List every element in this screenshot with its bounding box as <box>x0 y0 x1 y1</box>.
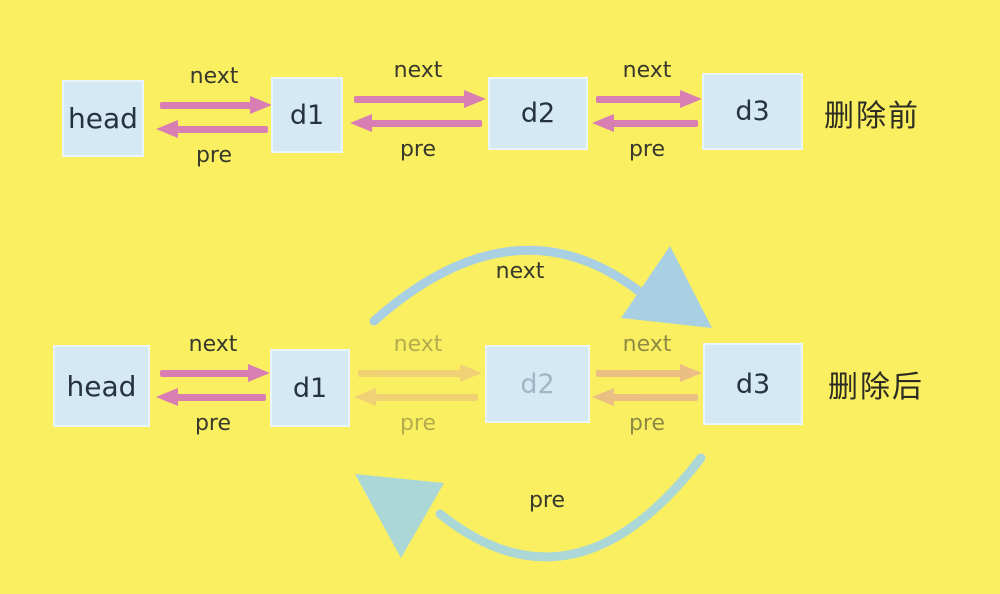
node-d3-before: d3 <box>702 73 803 150</box>
arrowhead-icon <box>680 364 702 382</box>
arrow-shaft <box>174 394 266 401</box>
arrowhead-icon <box>680 90 702 108</box>
caption-after-deletion: 删除后 <box>828 370 924 405</box>
node-d3-after: d3 <box>703 343 803 425</box>
node-head-label: head <box>68 102 138 135</box>
arrow-shaft <box>160 370 252 377</box>
arrowhead-icon <box>156 120 178 138</box>
pre-label: pre <box>628 137 666 162</box>
node-d2-before: d2 <box>488 77 588 150</box>
pre-label: pre <box>194 411 232 436</box>
node-d2-label: d2 <box>520 368 555 400</box>
arrow-shaft <box>372 394 478 401</box>
node-d3-label: d3 <box>735 96 770 127</box>
arrowhead-icon <box>156 388 178 406</box>
next-arrow-icon <box>594 89 702 109</box>
arrow-shaft <box>610 394 698 401</box>
curve-next-label: next <box>495 259 545 284</box>
caption-before-deletion: 删除前 <box>824 99 920 134</box>
connector-d1-d2-after-faded: next pre <box>354 332 482 436</box>
arrowhead-icon <box>248 364 270 382</box>
node-d1-after: d1 <box>270 349 350 427</box>
next-arrow-icon <box>356 363 482 383</box>
pre-arrow-icon <box>354 387 480 407</box>
pre-label: pre <box>399 137 437 162</box>
arrowhead-icon <box>354 388 376 406</box>
arrow-shaft <box>610 120 698 127</box>
node-d1-label: d1 <box>289 99 325 131</box>
arrowhead-icon <box>464 90 486 108</box>
arrow-shaft <box>358 370 464 377</box>
arrow-shaft <box>596 370 684 377</box>
next-arrow-icon <box>352 89 486 109</box>
next-label: next <box>622 58 672 83</box>
next-arrow-icon <box>158 363 270 383</box>
pre-arrow-icon <box>592 113 700 133</box>
pre-arrow-icon <box>156 119 270 139</box>
pre-arrow-icon <box>350 113 484 133</box>
next-label: next <box>622 332 672 357</box>
pre-arrow-icon <box>156 387 268 407</box>
pre-arrow-icon <box>592 387 700 407</box>
connector-head-d1-before: next pre <box>156 64 272 168</box>
next-label: next <box>189 64 239 89</box>
node-d3-label: d3 <box>735 368 771 400</box>
node-head-after: head <box>53 345 150 427</box>
arrowhead-icon <box>250 96 272 114</box>
arrowhead-icon <box>460 364 482 382</box>
next-arrow-icon <box>158 95 272 115</box>
node-d2-after-deleted: d2 <box>485 345 590 423</box>
node-d1-before: d1 <box>271 77 343 153</box>
arrow-shaft <box>354 96 468 103</box>
curve-pre-label: pre <box>528 488 566 513</box>
next-label: next <box>393 332 443 357</box>
arrow-shaft <box>368 120 482 127</box>
curve-next-arrowhead-icon <box>621 246 712 328</box>
node-d2-label: d2 <box>520 98 556 129</box>
pre-label: pre <box>628 411 666 436</box>
next-arrow-icon <box>594 363 702 383</box>
node-head-before: head <box>62 80 144 157</box>
arrowhead-icon <box>350 114 372 132</box>
node-d1-label: d1 <box>292 372 328 404</box>
connector-head-d1-after: next pre <box>156 332 270 436</box>
arrow-shaft <box>596 96 684 103</box>
arrowhead-icon <box>592 388 614 406</box>
arrow-shaft <box>174 126 268 133</box>
connector-d2-d3-before: next pre <box>592 58 702 162</box>
pre-label: pre <box>195 143 233 168</box>
arrowhead-icon <box>592 114 614 132</box>
arrow-shaft <box>160 102 254 109</box>
next-label: next <box>393 58 443 83</box>
next-label: next <box>188 332 238 357</box>
curve-pre-arrowhead-icon <box>355 474 444 558</box>
pre-label: pre <box>399 411 437 436</box>
connector-d1-d2-before: next pre <box>350 58 486 162</box>
connector-d2-d3-after-faded: next pre <box>592 332 702 436</box>
node-head-label: head <box>66 369 137 403</box>
